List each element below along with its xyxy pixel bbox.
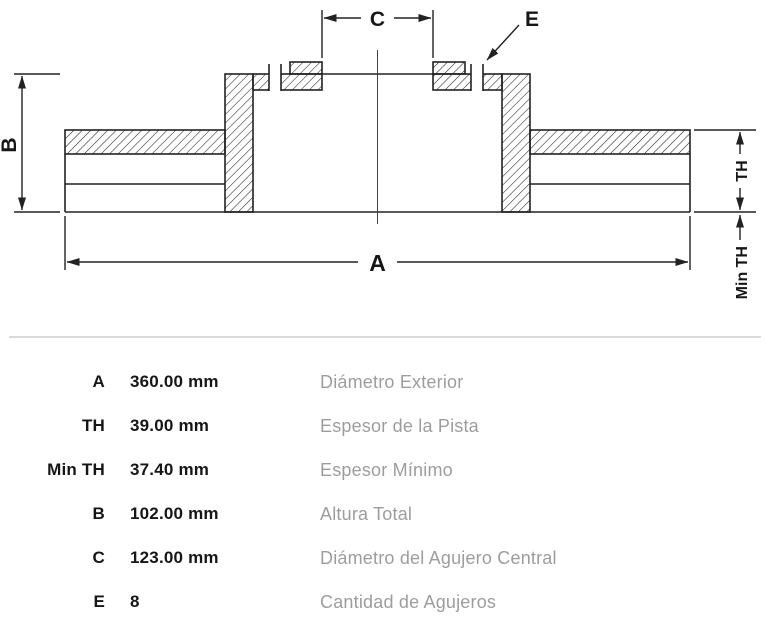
hat-top-right (432, 73, 503, 91)
spec-row: E 8 Cantidad de Agujeros (0, 580, 770, 624)
dim-label-min-th: Min TH (734, 246, 751, 299)
spec-row: Min TH 37.40 mm Espesor Mínimo (0, 448, 770, 492)
spec-value: 123.00 mm (130, 548, 219, 567)
dim-c-extension-lines (321, 10, 434, 58)
dim-e (486, 24, 520, 61)
dim-a-extension-lines (64, 216, 691, 270)
dim-e-leader (486, 24, 520, 61)
bolt-hole-left-void (269, 73, 281, 91)
dim-c (321, 10, 434, 58)
spec-key: C (92, 548, 105, 567)
spec-row: C 123.00 mm Diámetro del Agujero Central (0, 536, 770, 580)
spec-key: A (92, 372, 105, 391)
spec-value: 102.00 mm (130, 504, 219, 523)
dim-b (14, 73, 60, 213)
outer-edges (64, 154, 691, 212)
spec-key: TH (81, 416, 105, 435)
spec-key: E (93, 592, 105, 611)
right-friction-plate (529, 129, 691, 155)
spec-row: TH 39.00 mm Espesor de la Pista (0, 404, 770, 448)
left-friction-plate (64, 129, 226, 155)
divider (9, 336, 761, 338)
right-hat-wall (501, 73, 531, 213)
dim-label-c: C (370, 8, 385, 31)
spec-description: Espesor Mínimo (320, 459, 453, 480)
spec-table: A 360.00 mm Diámetro Exterior TH 39.00 m… (0, 360, 770, 624)
brake-disc-diagram: C E B A (0, 8, 756, 299)
left-hat-wall (224, 73, 254, 213)
dim-th (694, 129, 756, 213)
spec-key: B (92, 504, 105, 523)
diagram-area: C E B A (0, 8, 756, 299)
dim-label-b: B (0, 137, 21, 152)
dim-a (64, 216, 691, 270)
spec-description: Cantidad de Agujeros (320, 591, 497, 612)
dim-label-a: A (369, 250, 386, 276)
bolt-hole-edges (268, 64, 484, 91)
dim-th-extension-lines (694, 129, 756, 213)
spec-value: 8 (130, 592, 140, 611)
disc-section (64, 61, 691, 213)
spec-row: B 102.00 mm Altura Total (0, 492, 770, 536)
spec-description: Altura Total (320, 503, 413, 524)
spec-description: Diámetro Exterior (320, 371, 464, 392)
spec-description: Diámetro del Agujero Central (320, 547, 557, 568)
dim-b-extension-lines (14, 73, 60, 213)
dim-label-th: TH (734, 160, 751, 181)
spec-value: 360.00 mm (130, 372, 219, 391)
center-rim-left (289, 61, 323, 75)
hat-top-left (252, 73, 323, 91)
dim-label-e: E (525, 8, 539, 31)
spec-value: 37.40 mm (130, 460, 210, 479)
spec-description: Espesor de la Pista (320, 415, 479, 436)
spec-row: A 360.00 mm Diámetro Exterior (0, 360, 770, 404)
center-rim-right (432, 61, 466, 75)
spec-key: Min TH (47, 460, 105, 479)
spec-value: 39.00 mm (130, 416, 210, 435)
bolt-hole-right-void (471, 73, 483, 91)
